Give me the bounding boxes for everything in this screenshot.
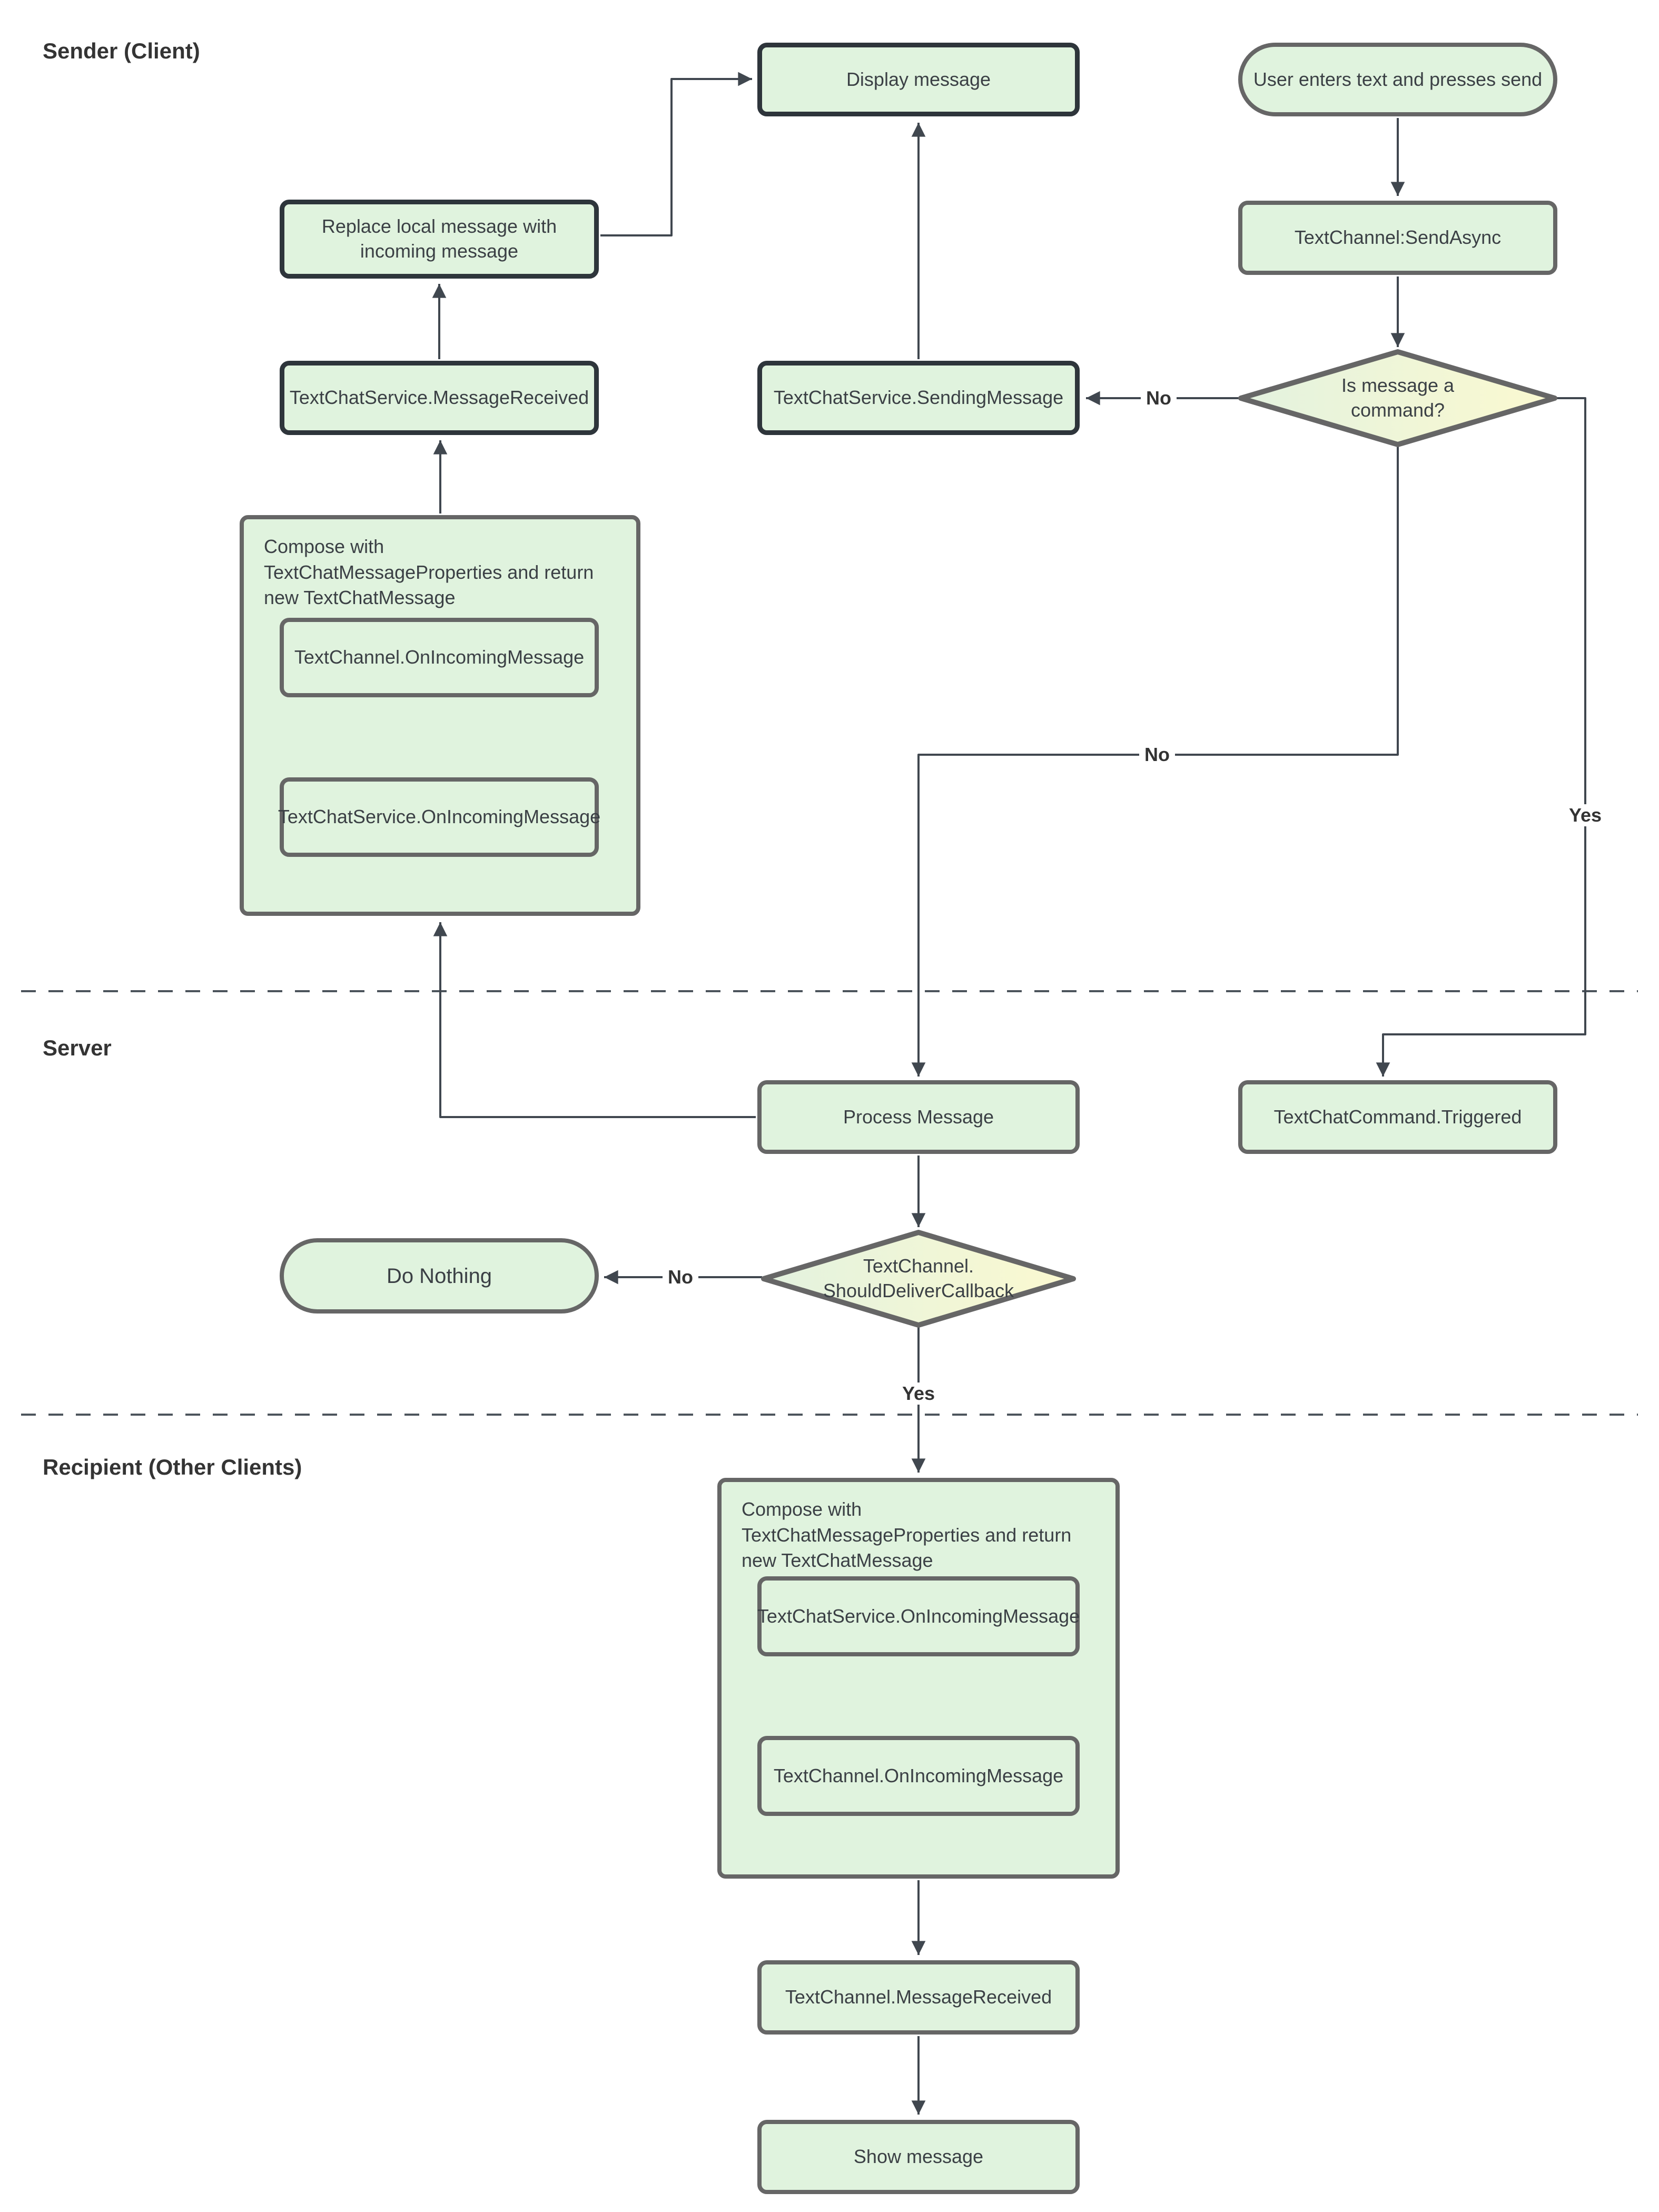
lane-label-server: Server bbox=[43, 1035, 112, 1060]
edge-processmessage-composesender bbox=[433, 922, 756, 1118]
node-sender-textchatservice-onincomingmessage: TextChatService.OnIncomingMessage bbox=[278, 777, 600, 857]
decision-should-deliver-label: TextChannel. ShouldDeliverCallback bbox=[823, 1255, 1014, 1301]
node-do-nothing: Do Nothing bbox=[280, 1238, 599, 1314]
node-textchannel-sendasync: TextChannel:SendAsync bbox=[1238, 201, 1557, 275]
lane-label-sender: Sender (Client) bbox=[43, 38, 200, 63]
decision-is-command-label: Is message a command? bbox=[1341, 374, 1455, 421]
node-recipient-textchatservice-onincomingmessage: TextChatService.OnIncomingMessage bbox=[757, 1576, 1080, 1656]
node-textchannel-messagereceived: TextChannel.MessageReceived bbox=[757, 1960, 1080, 2035]
edge-label-no-shoulddeliver: No bbox=[663, 1266, 698, 1288]
group-compose-recipient-title: Compose with TextChatMessageProperties a… bbox=[742, 1498, 1072, 1572]
edge-label-yes-shoulddeliver: Yes bbox=[896, 1382, 941, 1405]
edge-label-yes-iscommand: Yes bbox=[1563, 804, 1607, 826]
group-compose-recipient: Compose with TextChatMessageProperties a… bbox=[717, 1478, 1120, 1879]
node-recipient-textchannel-onincomingmessage: TextChannel.OnIncomingMessage bbox=[757, 1736, 1080, 1816]
node-textchatservice-sendingmessage: TextChatService.SendingMessage bbox=[757, 361, 1080, 435]
edge-replacelocal-displaymessage bbox=[600, 72, 752, 236]
node-textchatcommand-triggered: TextChatCommand.Triggered bbox=[1238, 1080, 1557, 1154]
node-replace-local-message: Replace local message with incoming mess… bbox=[280, 200, 599, 279]
decision-should-deliver-shape bbox=[761, 1230, 1076, 1328]
lane-label-recipient: Recipient (Other Clients) bbox=[43, 1455, 302, 1479]
node-sender-textchannel-onincomingmessage: TextChannel.OnIncomingMessage bbox=[280, 618, 599, 697]
node-textchatservice-messagereceived: TextChatService.MessageReceived bbox=[280, 361, 599, 435]
node-display-message: Display message bbox=[757, 43, 1080, 116]
edge-iscommand-commandtriggered bbox=[1376, 397, 1586, 1077]
node-process-message: Process Message bbox=[757, 1080, 1080, 1154]
node-show-message: Show message bbox=[757, 2120, 1080, 2194]
edge-label-no-iscommand-down: No bbox=[1139, 744, 1175, 766]
decision-is-command-shape bbox=[1238, 349, 1557, 447]
node-user-enters-text: User enters text and presses send bbox=[1238, 43, 1557, 116]
edge-label-no-iscommand-left: No bbox=[1141, 387, 1177, 409]
group-compose-sender-title: Compose with TextChatMessageProperties a… bbox=[264, 536, 594, 609]
